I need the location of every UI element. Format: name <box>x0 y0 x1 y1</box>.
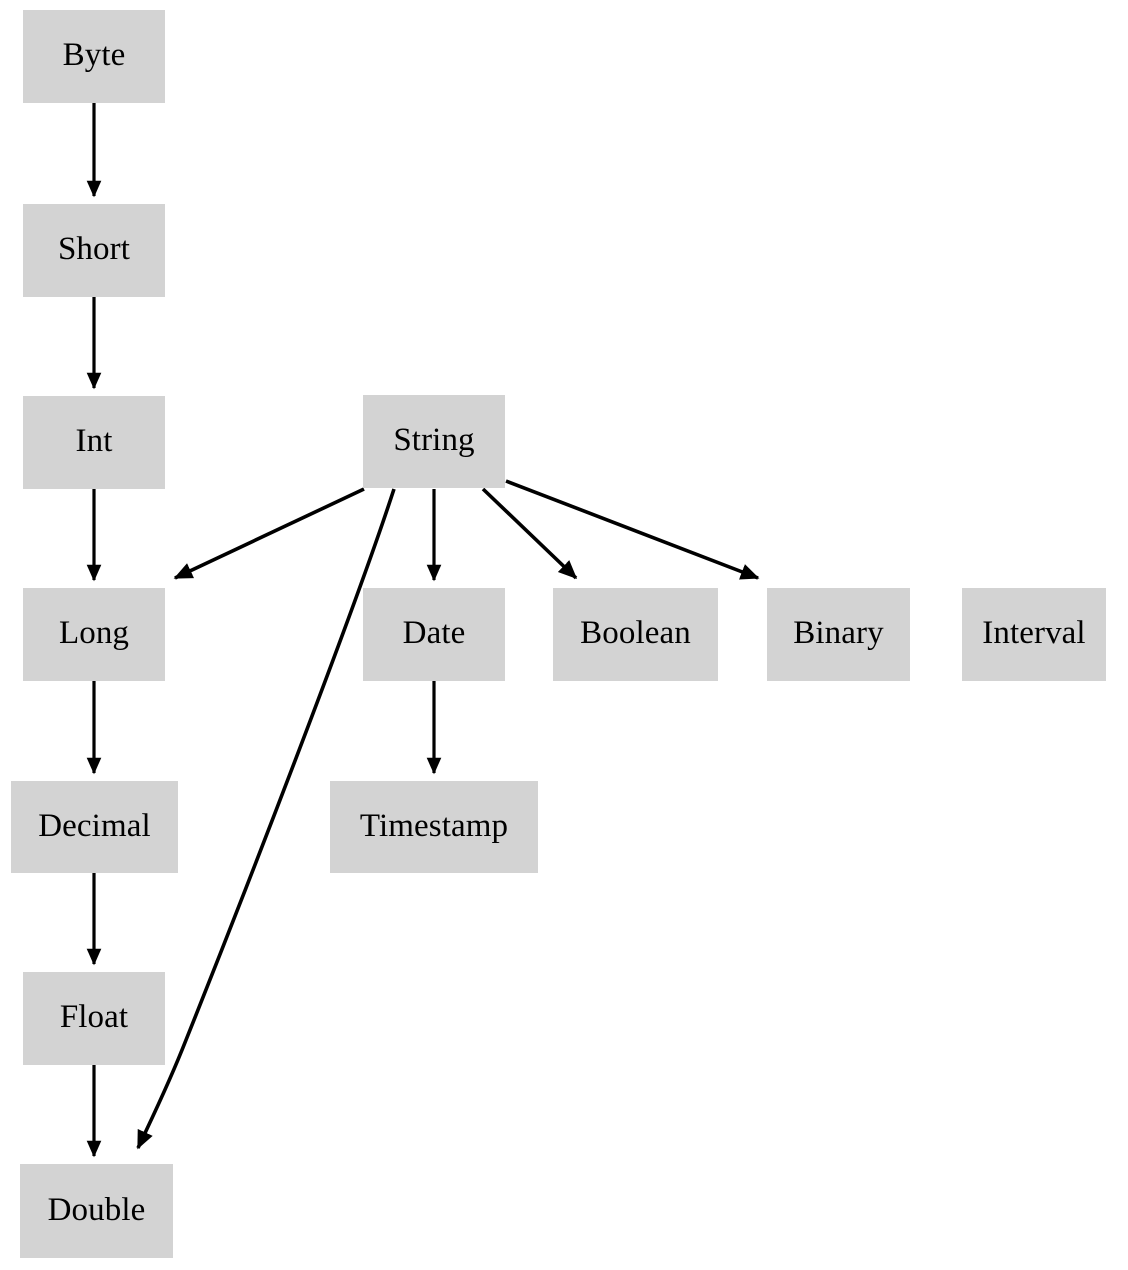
node-double-label: Double <box>47 1191 146 1228</box>
node-double[interactable]: Double <box>20 1164 173 1258</box>
node-float[interactable]: Float <box>23 972 165 1065</box>
node-byte[interactable]: Byte <box>23 10 165 103</box>
edge-string-long <box>173 487 365 580</box>
node-string[interactable]: String <box>363 395 505 488</box>
node-long[interactable]: Long <box>23 588 165 681</box>
node-int[interactable]: Int <box>23 396 165 489</box>
node-binary[interactable]: Binary <box>767 588 910 681</box>
node-timestamp-label: Timestamp <box>359 807 509 844</box>
node-boolean[interactable]: Boolean <box>553 588 718 681</box>
node-long-label: Long <box>58 615 130 651</box>
edge-string-binary <box>505 479 760 580</box>
edge-string-boolean <box>481 487 578 580</box>
node-boolean-label: Boolean <box>580 615 691 651</box>
node-binary-label: Binary <box>793 615 884 651</box>
node-timestamp[interactable]: Timestamp <box>330 781 538 873</box>
node-decimal[interactable]: Decimal <box>11 781 178 873</box>
node-interval[interactable]: Interval <box>962 588 1106 681</box>
node-byte-label: Byte <box>62 37 126 73</box>
node-short-label: Short <box>57 231 130 267</box>
node-date-label: Date <box>402 615 466 651</box>
node-string-label: String <box>393 422 475 458</box>
node-int-label: Int <box>75 423 113 459</box>
node-date[interactable]: Date <box>363 588 505 681</box>
node-decimal-label: Decimal <box>38 807 151 844</box>
node-float-label: Float <box>59 999 129 1035</box>
node-short[interactable]: Short <box>23 204 165 297</box>
node-interval-label: Interval <box>982 615 1086 651</box>
